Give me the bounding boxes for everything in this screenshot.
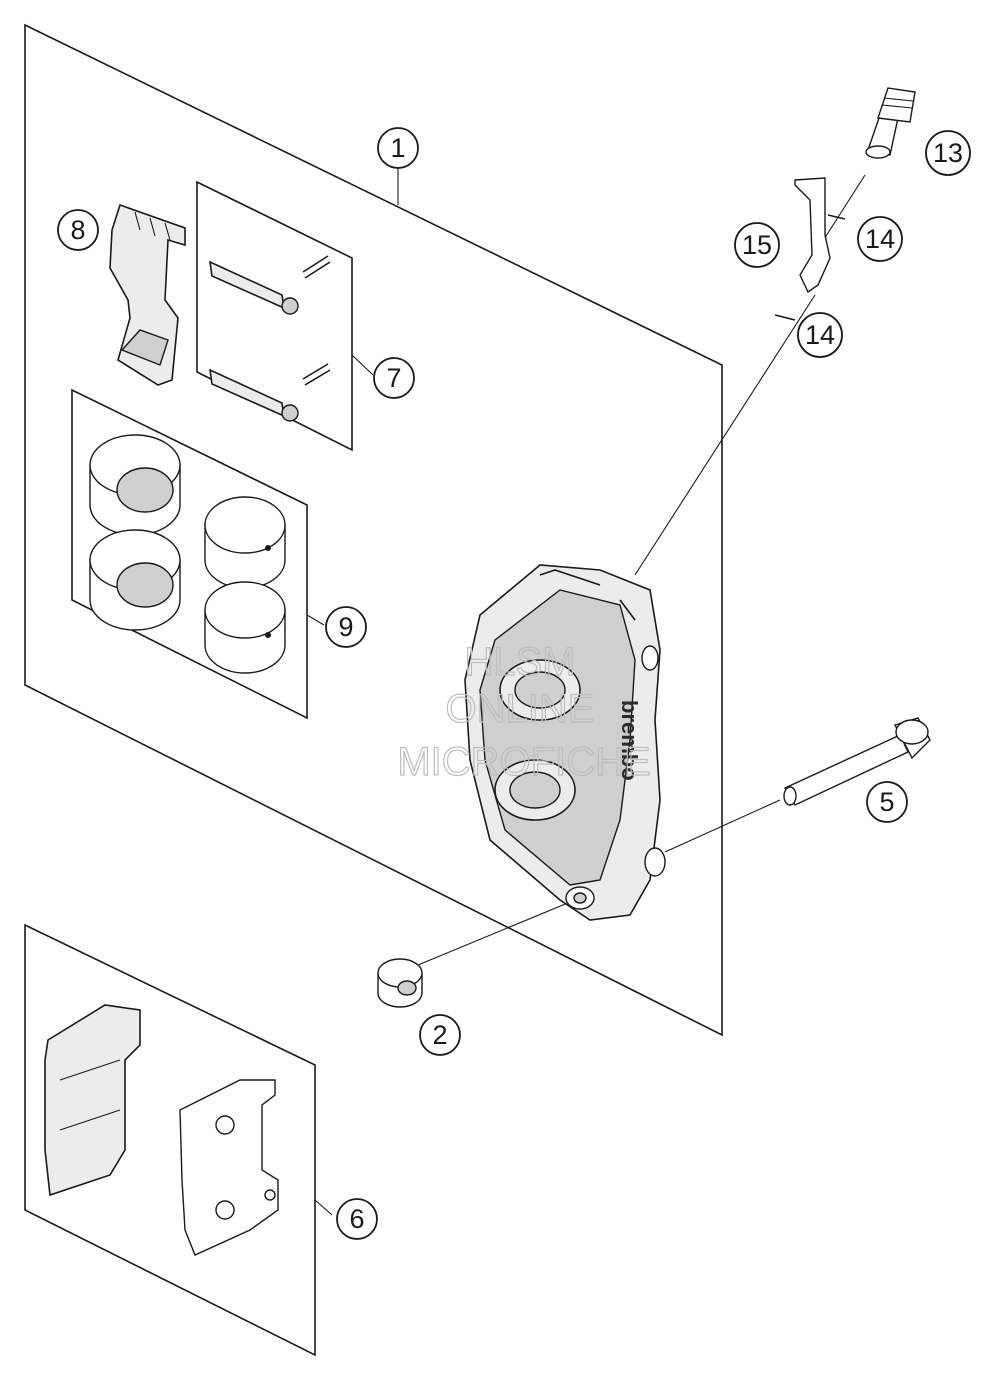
watermark-line-2: ONLINE <box>446 687 595 731</box>
callout-label: 15 <box>742 230 772 260</box>
leader-lines <box>306 168 866 1216</box>
callout-label: 6 <box>349 1204 364 1234</box>
pistons-part <box>89 434 286 674</box>
caliper-brand-text: brembo <box>617 700 642 781</box>
callout-label: 1 <box>390 133 405 163</box>
callout-label: 7 <box>386 363 401 393</box>
callout-14-lower[interactable]: 14 <box>797 312 843 358</box>
bolt-part <box>783 717 931 806</box>
callout-label: 13 <box>933 138 963 168</box>
bleeder-valve-part <box>865 87 916 159</box>
callout-9[interactable]: 9 <box>325 606 367 648</box>
bracket-part <box>794 177 831 294</box>
callout-8[interactable]: 8 <box>57 209 99 251</box>
callout-14-upper[interactable]: 14 <box>857 216 903 262</box>
callout-label: 2 <box>432 1020 447 1050</box>
caliper-pins-part <box>209 255 331 422</box>
callout-label: 14 <box>805 320 835 350</box>
spacer-part <box>377 958 423 1008</box>
callout-1[interactable]: 1 <box>377 127 419 169</box>
callout-13[interactable]: 13 <box>925 130 971 176</box>
callout-2[interactable]: 2 <box>419 1014 461 1056</box>
callout-label: 5 <box>879 787 894 817</box>
watermark-line-1: HLSM <box>464 640 575 684</box>
callout-label: 8 <box>70 215 85 245</box>
callout-label: 9 <box>338 612 353 642</box>
callout-6[interactable]: 6 <box>336 1198 378 1240</box>
washers-part <box>774 214 846 321</box>
brake-pads-part <box>44 1004 279 1256</box>
watermark: HLSM ONLINE MICROFICHE <box>397 639 652 784</box>
callout-5[interactable]: 5 <box>866 781 908 823</box>
callout-label: 14 <box>865 224 895 254</box>
pad-spring-part <box>109 203 186 386</box>
watermark-line-3: MICROFICHE <box>397 740 650 784</box>
callout-7[interactable]: 7 <box>373 357 415 399</box>
brake-caliper-part: brembo <box>464 564 666 921</box>
callout-15[interactable]: 15 <box>734 222 780 268</box>
